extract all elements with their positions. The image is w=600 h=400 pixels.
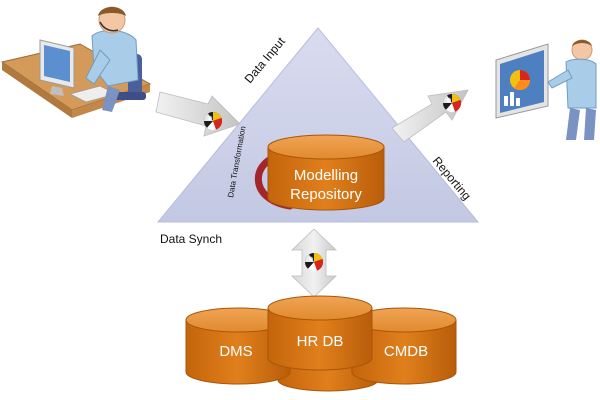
data-synch-arrow [291,228,337,298]
hr-db-label: HR DB [297,333,344,350]
reporting-arrow [391,89,469,143]
person-at-computer-icon [0,6,152,118]
data-token-icon [305,252,324,272]
modelling-repository-cylinder: Modelling Repository [267,134,385,211]
data-token-icon [443,93,462,113]
cmdb-label: CMDB [384,343,428,360]
repository-label-line2: Repository [290,186,362,203]
data-input-arrow [155,91,241,137]
hr-db-cylinder: HR DB [267,295,373,371]
dms-cylinder: DMS [185,307,291,385]
repository-label-line1: Modelling [294,167,358,184]
person-presenting-chart-icon [495,39,597,140]
data-synch-label: Data Synch [160,232,222,246]
cmdb-cylinder: CMDB [351,307,457,385]
dms-label: DMS [219,343,252,360]
data-token-icon [203,111,223,131]
